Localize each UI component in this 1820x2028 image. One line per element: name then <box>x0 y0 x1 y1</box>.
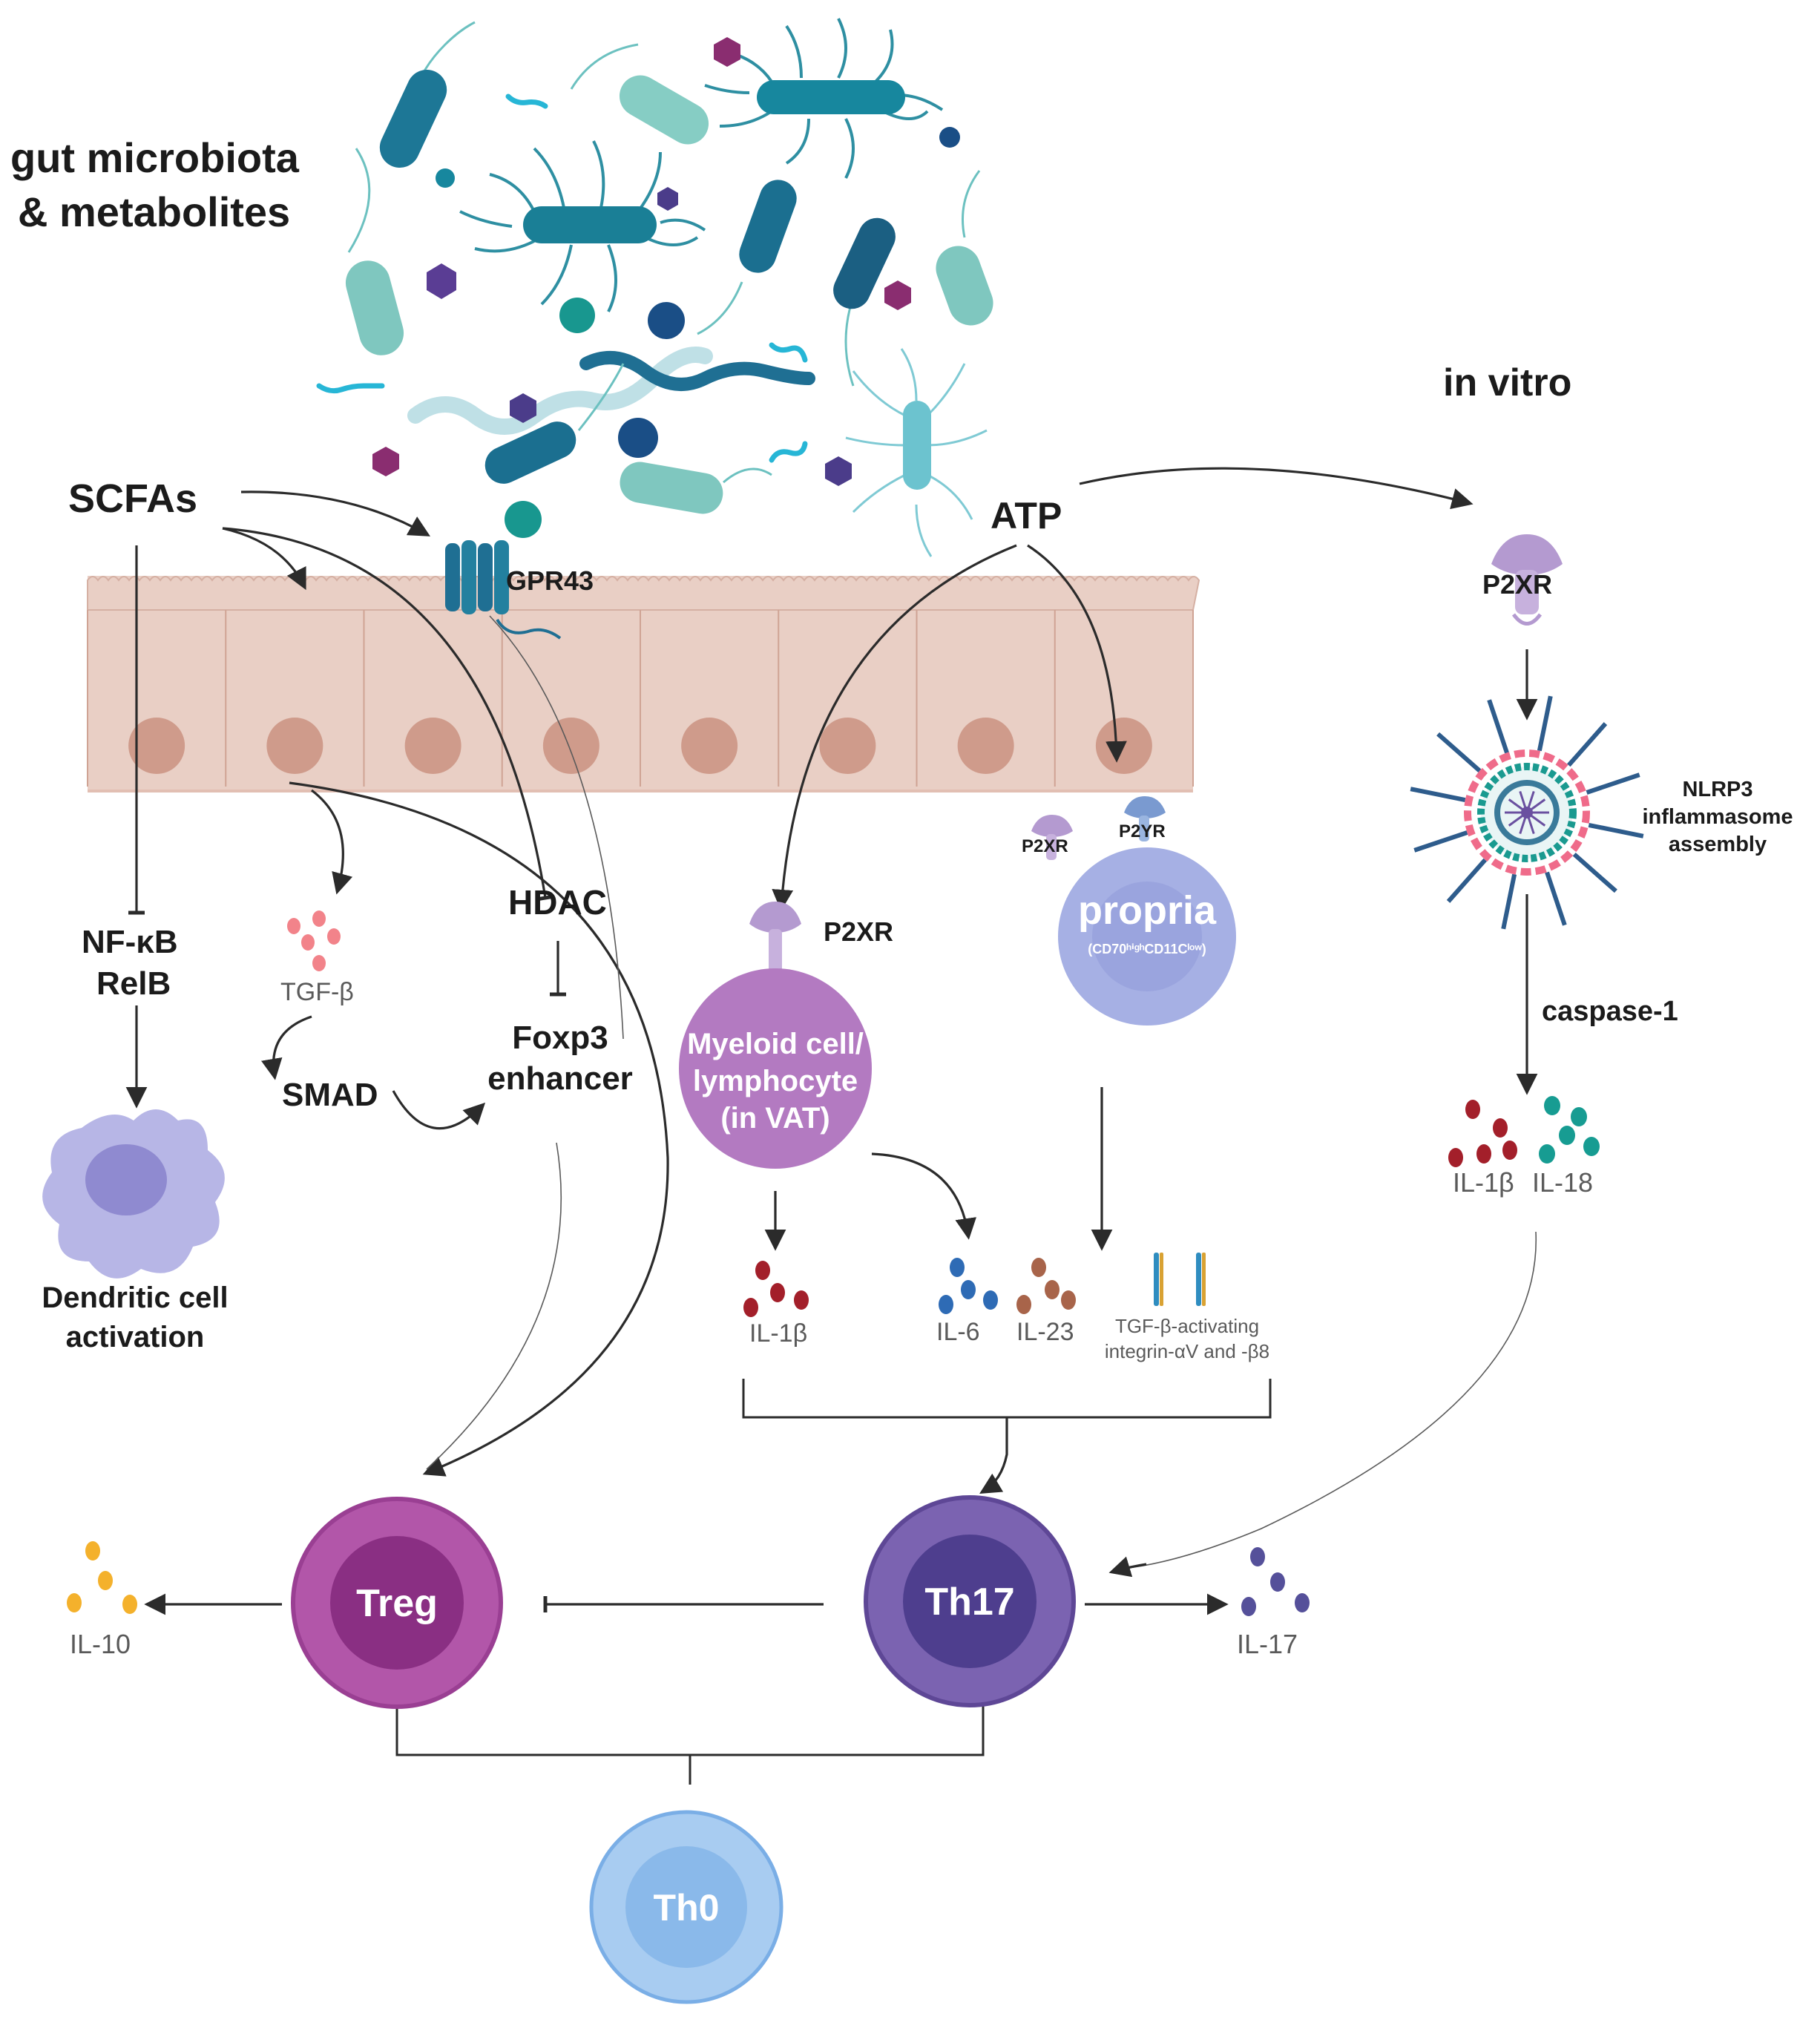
caspase-label: caspase-1 <box>1542 996 1678 1027</box>
bacterium-curved <box>570 43 709 145</box>
il17-label: IL-17 <box>1237 1629 1298 1659</box>
text-layer: gut microbiota & metabolites in vitro SC… <box>10 134 1793 1929</box>
th0-label: Th0 <box>654 1887 720 1929</box>
in-vat-label: (in VAT) <box>720 1102 829 1135</box>
integrin-label-1: TGF-β-activating <box>1115 1315 1259 1337</box>
in-vitro-label: in vitro <box>1443 361 1571 404</box>
treg-label: Treg <box>356 1582 438 1625</box>
epithelial-nucleus <box>128 718 185 774</box>
p2xr-receptor-myeloid-icon <box>749 902 801 977</box>
foxp3-label: Foxp3 <box>512 1020 608 1056</box>
p2xr-myeloid-label: P2XR <box>824 916 893 947</box>
epithelial-nucleus <box>542 718 599 774</box>
nlrp3-spoke <box>1588 822 1644 839</box>
inflammasome-label: inflammasome <box>1642 805 1793 829</box>
epithelial-nucleus <box>957 718 1014 774</box>
propria-label: propria <box>1078 888 1217 933</box>
bacterium-flagellated-3 <box>845 348 988 557</box>
nlrp3-spoke <box>1487 699 1509 754</box>
il18-label: IL-18 <box>1532 1167 1593 1198</box>
enhancer-label: enhancer <box>487 1060 633 1097</box>
relb-label: RelB <box>96 965 171 1002</box>
bacterium-rod <box>379 21 476 168</box>
bacterium-spiral <box>407 347 815 435</box>
bacterium-rod-4 <box>484 363 625 484</box>
nlrp3-spoke <box>1436 732 1482 772</box>
il1b-mid-dots <box>743 1261 809 1317</box>
epithelial-nucleus <box>819 718 876 774</box>
il23-label: IL-23 <box>1016 1318 1074 1346</box>
epithelial-nucleus <box>681 718 738 774</box>
dendritic-cell-label: Dendritic cell <box>42 1282 228 1314</box>
assembly-label: assembly <box>1669 833 1767 856</box>
myeloid-cell <box>679 968 872 1169</box>
nlrp3-spoke <box>1410 787 1466 803</box>
metabolites-label: & metabolites <box>18 188 290 235</box>
nlrp3-label: NLRP3 <box>1682 778 1752 801</box>
atp-label: ATP <box>991 495 1062 536</box>
nlrp3-spoke <box>1501 873 1517 930</box>
propria-p2yr-label: P2YR <box>1119 821 1166 841</box>
bacterium-rod-2 <box>697 180 797 335</box>
th0-cell <box>589 1810 783 2004</box>
il1b-right-label: IL-1β <box>1453 1167 1514 1198</box>
microbiota-cluster <box>316 18 993 557</box>
bacterium-curved-4 <box>620 462 772 514</box>
integrin-label-2: integrin-αV and -β8 <box>1105 1340 1269 1362</box>
il18-dots <box>1539 1096 1600 1164</box>
nlrp3-spoke <box>1446 858 1487 903</box>
il1b-right-dots <box>1448 1100 1517 1167</box>
nfkb-label: NF-κB <box>82 924 178 960</box>
nlrp3-inflammasome-icon <box>1410 695 1644 930</box>
propria-cell <box>1031 796 1236 1026</box>
nlrp3-spoke <box>1413 830 1468 853</box>
metabolite-hexagons <box>372 37 911 486</box>
metabolite-spheres <box>436 127 960 538</box>
gpr43-receptor-icon <box>445 540 562 640</box>
nlrp3-spoke <box>1586 772 1640 795</box>
propria-p2xr-label: P2XR <box>1022 836 1068 856</box>
nlrp3-spoke <box>1537 695 1553 752</box>
tgf-beta-label: TGF-β <box>280 978 354 1006</box>
il10-dots <box>67 1541 137 1614</box>
lymphocyte-label: lymphocyte <box>693 1065 858 1097</box>
il6-dots <box>939 1258 998 1314</box>
activation-label: activation <box>66 1321 205 1353</box>
scfas-label: SCFAs <box>68 476 197 521</box>
il23-dots <box>1016 1258 1076 1314</box>
integrin-icons <box>1154 1253 1206 1306</box>
epithelium-layer <box>87 576 1200 793</box>
th17-label: Th17 <box>924 1581 1014 1624</box>
nlrp3-spoke <box>1572 853 1617 893</box>
dendritic-cell-icon <box>42 1109 225 1279</box>
nlrp3-spoke <box>1567 722 1608 767</box>
p2xr-receptor-right-icon <box>1491 534 1563 626</box>
smad-label: SMAD <box>282 1077 378 1113</box>
arrow-layer <box>125 467 1538 1785</box>
treg-cell <box>291 1497 503 1709</box>
th17-cell <box>864 1495 1076 1707</box>
bacterium-flagellated-2 <box>459 140 706 312</box>
bacterium-flagellated <box>704 18 944 179</box>
propria-subtype-label: (CD70ʰⁱᵍʰCD11Cˡᵒʷ) <box>1088 942 1206 956</box>
epithelial-nucleus <box>404 718 461 774</box>
p2xr-right-label: P2XR <box>1482 569 1552 600</box>
bacterium-curved-2 <box>345 148 404 355</box>
hdac-label: HDAC <box>508 883 607 922</box>
epithelial-nucleus <box>266 718 323 774</box>
tgf-beta-dots <box>287 910 341 971</box>
bacterium-rod-3 <box>833 217 896 387</box>
bacteria-small-squiggles <box>316 93 808 463</box>
gut-microbiota-label: gut microbiota <box>10 134 300 181</box>
nlrp3-spoke <box>1545 871 1567 926</box>
bacterium-curved-3 <box>936 170 993 326</box>
myeloid-label: Myeloid cell/ <box>687 1028 864 1060</box>
epithelial-nucleus <box>1095 718 1152 774</box>
gpr43-label: GPR43 <box>506 565 594 596</box>
il10-label: IL-10 <box>70 1629 131 1659</box>
il1b-mid-label: IL-1β <box>749 1319 807 1348</box>
il6-label: IL-6 <box>936 1318 980 1346</box>
il17-dots <box>1241 1547 1310 1616</box>
